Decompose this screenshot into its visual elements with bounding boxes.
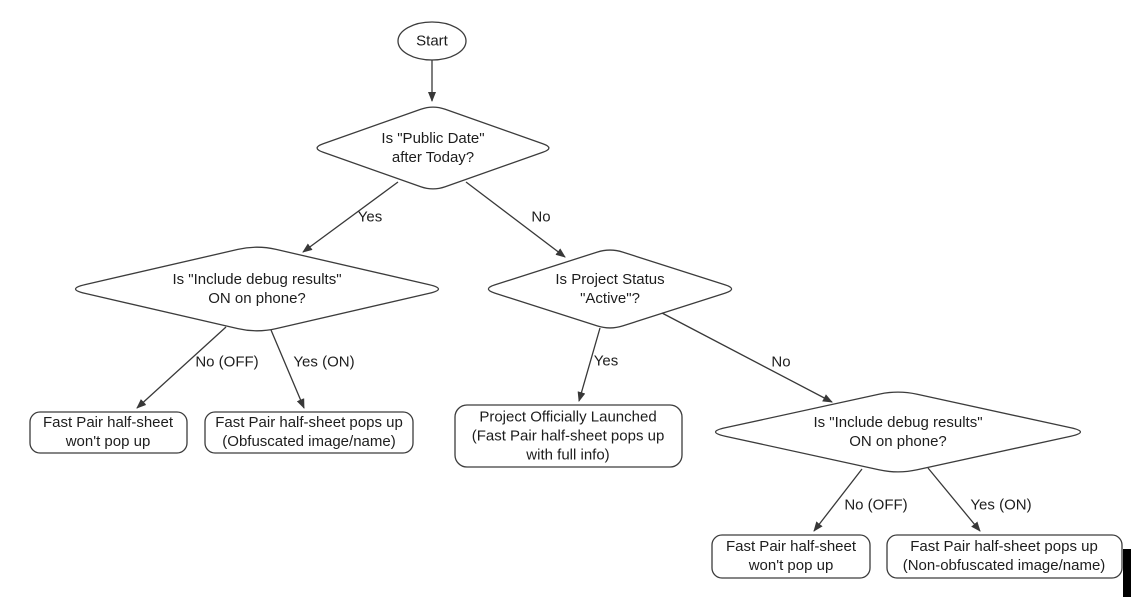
start-node-label: Start bbox=[416, 32, 448, 50]
edge-label-yes-top: Yes bbox=[357, 208, 383, 226]
decision-public-date-shape bbox=[316, 106, 550, 190]
edge-label-yes-on-right: Yes (ON) bbox=[970, 496, 1032, 514]
decision-debug-left-label: Is "Include debug results" ON on phone? bbox=[172, 271, 342, 307]
edge-public-date-yes bbox=[302, 181, 399, 253]
result-no-popup-left-label: Fast Pair half-sheet won't pop up bbox=[42, 414, 174, 450]
edge-label-no-off-left: No (OFF) bbox=[195, 353, 259, 371]
edge-label-yes-active: Yes bbox=[593, 352, 619, 370]
decision-debug-left-shape bbox=[74, 246, 440, 332]
edge-active-yes bbox=[577, 327, 601, 402]
result-non-obfuscated-label: Fast Pair half-sheet pops up (Non-obfusc… bbox=[902, 538, 1106, 574]
result-non-obfuscated-shape bbox=[886, 534, 1123, 579]
edge-active-no bbox=[661, 312, 833, 403]
result-no-popup-right-shape bbox=[711, 534, 871, 579]
edge-label-no-active: No bbox=[771, 353, 791, 371]
decision-debug-right-label: Is "Include debug results" ON on phone? bbox=[813, 414, 983, 450]
text-cursor bbox=[1123, 549, 1131, 597]
decision-active-label: Is Project Status "Active"? bbox=[555, 271, 665, 307]
edge-debug-right-no-off bbox=[813, 468, 863, 532]
decision-public-date-label: Is "Public Date" after Today? bbox=[381, 130, 485, 166]
edge-debug-left-yes-on bbox=[270, 329, 305, 409]
edge-debug-left-no-off bbox=[136, 326, 227, 409]
edge-public-date-no bbox=[465, 181, 566, 258]
edge-label-yes-on-left: Yes (ON) bbox=[293, 353, 355, 371]
result-no-popup-left-shape bbox=[29, 411, 188, 454]
result-no-popup-right-label: Fast Pair half-sheet won't pop up bbox=[725, 538, 857, 574]
decision-debug-right-shape bbox=[714, 391, 1082, 473]
result-obfuscated-shape bbox=[204, 411, 414, 454]
edge-debug-right-yes-on bbox=[927, 467, 981, 532]
decision-active-shape bbox=[487, 249, 733, 329]
edge-label-no-off-right: No (OFF) bbox=[844, 496, 908, 514]
result-launched-shape bbox=[454, 404, 683, 468]
result-obfuscated-label: Fast Pair half-sheet pops up (Obfuscated… bbox=[215, 414, 403, 450]
result-launched-label: Project Officially Launched (Fast Pair h… bbox=[471, 408, 665, 464]
edge-label-no-top: No bbox=[531, 208, 551, 226]
